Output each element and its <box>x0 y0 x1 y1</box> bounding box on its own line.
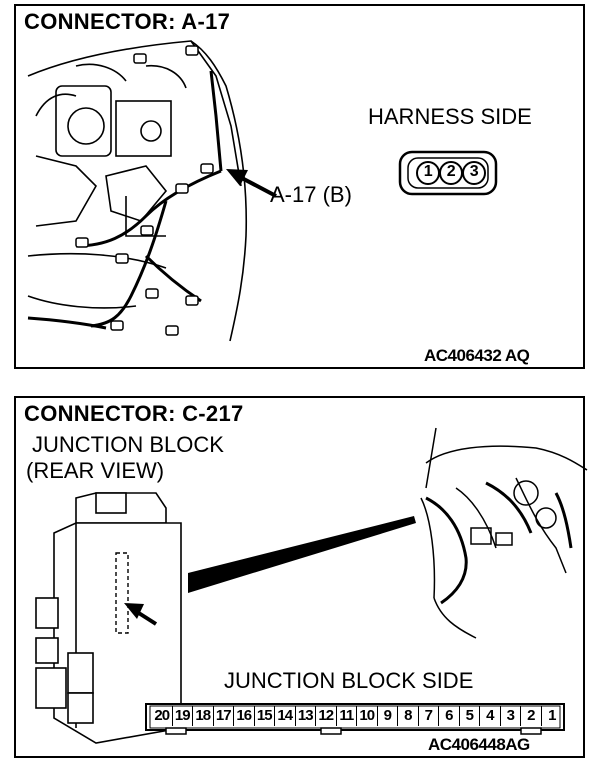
junction-pin-label: 8 <box>398 706 419 726</box>
junction-pin-label: 19 <box>173 706 193 726</box>
callout-arrow-a17 <box>226 169 277 198</box>
junction-pin-label: 10 <box>357 706 378 726</box>
junction-pin-label: 14 <box>275 706 296 726</box>
junction-pin-label: 12 <box>316 706 337 726</box>
figure-code-top: AC406432 AQ <box>424 346 530 365</box>
junction-block-subtitle: JUNCTION BLOCK <box>32 432 224 457</box>
junction-pin-label: 17 <box>214 706 234 726</box>
harness-side-label: HARNESS SIDE <box>368 104 532 129</box>
junction-pin-label: 3 <box>501 706 521 726</box>
connector-a17-panel: CONNECTOR: A-17 <box>14 4 585 369</box>
junction-pin-label: 16 <box>234 706 255 726</box>
junction-pin-label: 1 <box>548 707 556 724</box>
pin-label: 3 <box>469 163 479 180</box>
connector-callout-label: A-17 (B) <box>270 182 352 207</box>
junction-pin-label: 9 <box>378 706 398 726</box>
junction-pin-label: 11 <box>337 706 357 726</box>
junction-pin-label: 6 <box>439 706 460 726</box>
junction-pin-label: 20 <box>152 706 173 726</box>
pin-label: 2 <box>446 163 456 180</box>
connector-c217-title: CONNECTOR: C-217 <box>24 401 244 426</box>
junction-block-illustration <box>35 427 588 744</box>
junction-pin-label: 5 <box>460 706 480 726</box>
junction-pin-label: 7 <box>419 706 439 726</box>
pin-label: 1 <box>423 163 433 180</box>
junction-pin-label: 18 <box>193 706 214 726</box>
junction-pin-label: 15 <box>255 706 275 726</box>
junction-block-side-label: JUNCTION BLOCK SIDE <box>224 668 474 693</box>
figure-code-bottom: AC406448AG <box>428 735 530 754</box>
connector-a17-title: CONNECTOR: A-17 <box>24 9 231 34</box>
harness-side-connector <box>398 150 498 196</box>
junction-pin-label: 4 <box>480 706 501 726</box>
rear-view-subtitle: (REAR VIEW) <box>26 458 165 483</box>
connector-c217-panel: CONNECTOR: C-217 JUNCTION BLOCK (REAR VI… <box>14 396 588 758</box>
junction-pin-label: 2 <box>521 706 542 726</box>
junction-pin-label: 13 <box>296 706 316 726</box>
engine-bay-illustration <box>27 40 498 342</box>
